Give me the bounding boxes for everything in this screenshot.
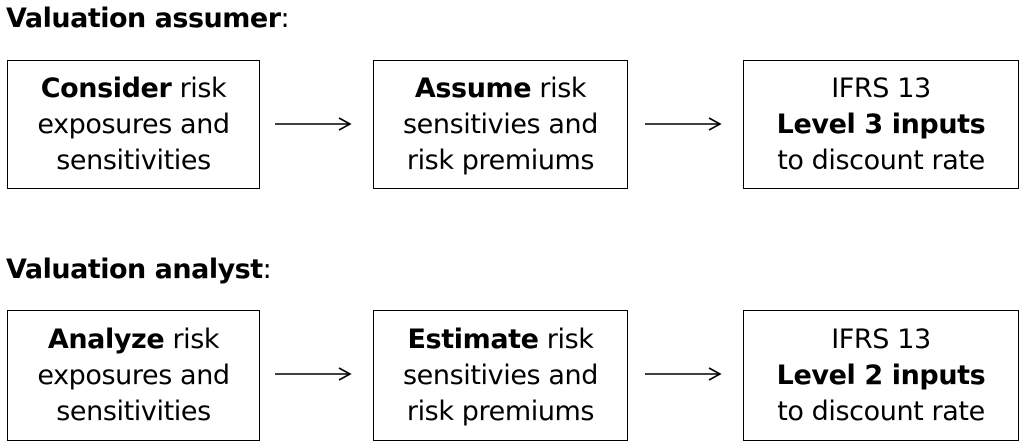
box-keyword: Analyze	[47, 323, 165, 355]
section-title-analyst: Valuation analyst:	[6, 253, 272, 287]
box-keyword: Estimate	[407, 323, 539, 355]
box-line-2: exposures and	[37, 359, 230, 391]
arrow-right-icon	[645, 117, 722, 131]
arrow-right-icon	[645, 367, 722, 381]
box-ifrs13-level2: IFRS 13 Level 2 inputs to discount rate	[743, 310, 1019, 441]
box-line-3: risk premiums	[406, 144, 595, 176]
section-title-assumer: Valuation assumer:	[6, 2, 290, 36]
box-line-1: IFRS 13	[831, 323, 931, 355]
box-line-1: Analyze risk	[47, 322, 220, 358]
section-title-suffix: :	[280, 3, 290, 34]
box-line-3: risk premiums	[406, 395, 595, 427]
box-line-1: Consider risk	[41, 71, 227, 107]
box-keyword-line: Level 3 inputs	[776, 108, 986, 140]
section-title-suffix: :	[262, 254, 272, 285]
section-title-bold: Valuation assumer	[6, 3, 281, 34]
box-consider-risk: Consider risk exposures and sensitivitie…	[7, 60, 260, 189]
box-line-1: IFRS 13	[831, 72, 931, 104]
box-estimate-risk: Estimate risk sensitivies and risk premi…	[373, 310, 628, 441]
box-assume-risk: Assume risk sensitivies and risk premium…	[373, 60, 628, 189]
box-line-1-rest: risk	[531, 72, 587, 104]
box-line-2: sensitivies and	[403, 359, 598, 391]
box-line-1: Assume risk	[414, 71, 587, 107]
box-line-2: exposures and	[37, 108, 230, 140]
box-keyword-line: Level 2 inputs	[776, 359, 986, 391]
box-line-3: sensitivities	[56, 144, 211, 176]
box-ifrs13-level3: IFRS 13 Level 3 inputs to discount rate	[743, 60, 1019, 189]
box-line-1-rest: risk	[538, 323, 594, 355]
box-line-3: to discount rate	[777, 144, 985, 176]
section-title-bold: Valuation analyst	[6, 254, 263, 285]
arrow-right-icon	[275, 367, 352, 381]
arrow-right-icon	[275, 117, 352, 131]
box-keyword: Consider	[40, 72, 172, 104]
box-line-1: Estimate risk	[408, 322, 594, 358]
box-line-3: sensitivities	[56, 395, 211, 427]
box-line-1-rest: risk	[171, 72, 227, 104]
box-line-1-rest: risk	[164, 323, 220, 355]
box-keyword: Assume	[414, 72, 532, 104]
box-line-2: sensitivies and	[403, 108, 598, 140]
box-analyze-risk: Analyze risk exposures and sensitivities	[7, 310, 260, 441]
box-line-3: to discount rate	[777, 395, 985, 427]
